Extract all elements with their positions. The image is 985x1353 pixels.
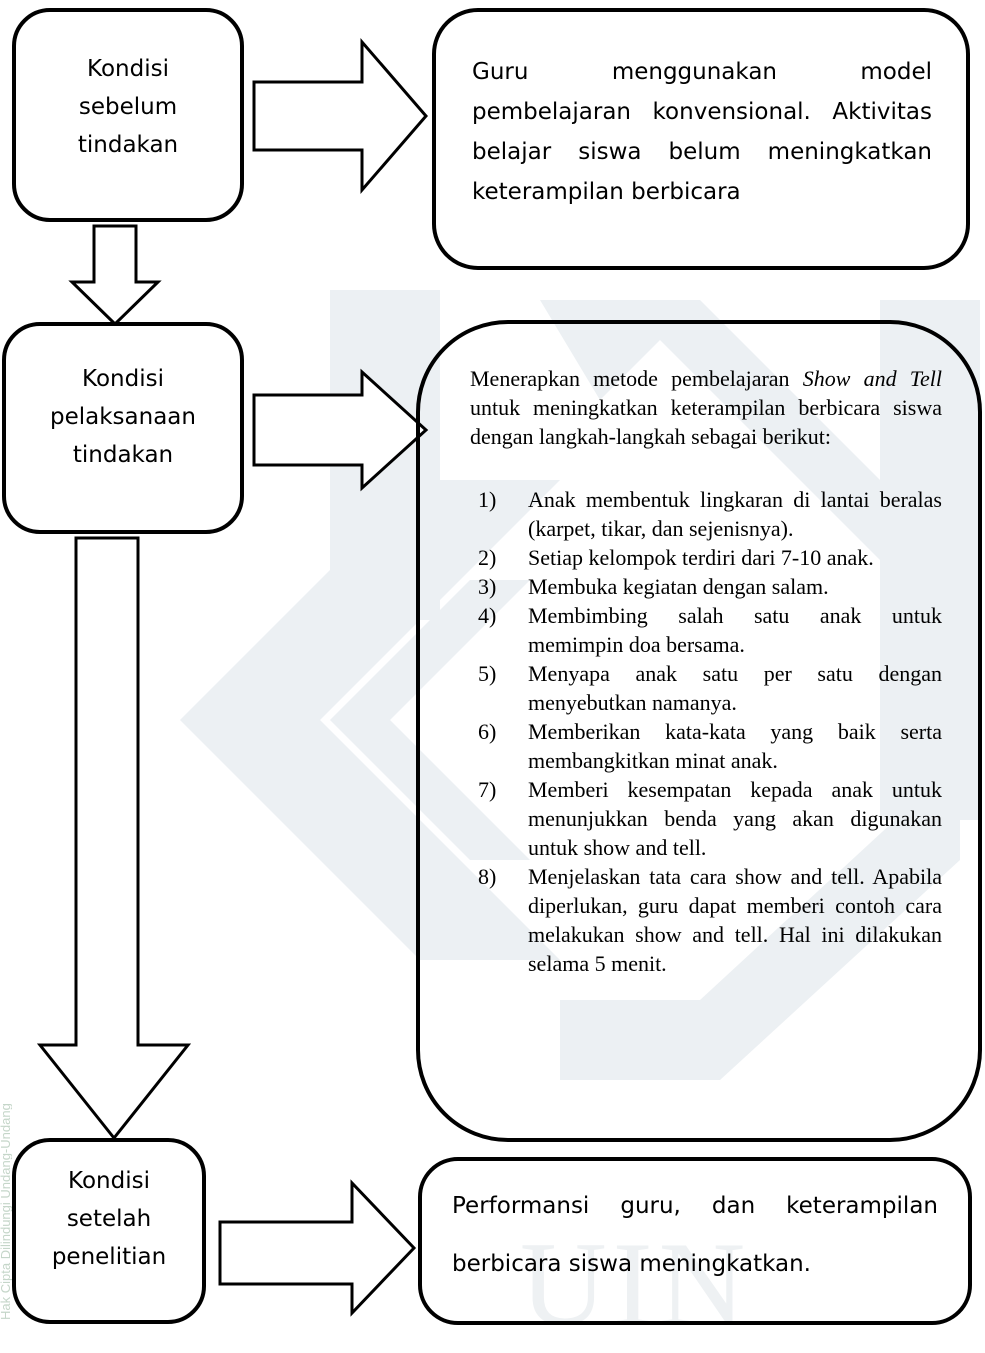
step-text: Menyapa anak satu per satu dengan menyeb… bbox=[528, 661, 942, 715]
stage-before-line2: sebelum bbox=[78, 94, 178, 120]
step-number: 6) bbox=[478, 719, 497, 744]
down-arrow-2 bbox=[36, 536, 192, 1141]
action-intro-method: Show and Tell bbox=[802, 366, 942, 391]
step-text: Memberikan kata-kata yang baik serta mem… bbox=[528, 719, 942, 773]
step-number: 4) bbox=[478, 603, 497, 628]
action-description-box: Menerapkan metode pembelajaran Show and … bbox=[416, 320, 982, 1142]
list-item: 2) Setiap kelompok terdiri dari 7-10 anak… bbox=[478, 543, 942, 572]
step-text: Menjelaskan tata cara show and tell. Apa… bbox=[528, 864, 942, 976]
stage-before-box: Kondisi sebelum tindakan bbox=[12, 8, 244, 222]
stage-before-line3: tindakan bbox=[77, 132, 179, 158]
stage-action-box: Kondisi pelaksanaan tindakan bbox=[2, 322, 244, 534]
before-description-text: Guru menggunakan model pembelajaran konv… bbox=[472, 59, 932, 205]
list-item: 1) Anak membentuk lingkaran di lantai ber… bbox=[478, 485, 942, 543]
stage-action-line3: tindakan bbox=[72, 442, 174, 468]
right-arrow-3 bbox=[218, 1179, 417, 1317]
list-item: 3) Membuka kegiatan dengan salam. bbox=[478, 572, 942, 601]
step-text: Membimbing salah satu anak untuk memimpi… bbox=[528, 603, 942, 657]
step-text: Anak membentuk lingkaran di lantai beral… bbox=[528, 487, 942, 541]
stage-after-line1: Kondisi bbox=[68, 1168, 150, 1194]
list-item: 5) Menyapa anak satu per satu dengan meny… bbox=[478, 659, 942, 717]
list-item: 6) Memberikan kata-kata yang baik serta m… bbox=[478, 717, 942, 775]
step-number: 2) bbox=[478, 545, 497, 570]
action-steps-list: 1) Anak membentuk lingkaran di lantai ber… bbox=[470, 485, 942, 978]
action-intro-suffix: untuk meningkatkan keterampilan berbicar… bbox=[470, 395, 942, 449]
step-number: 7) bbox=[478, 777, 497, 802]
right-arrow-1 bbox=[252, 37, 428, 195]
list-item: 7) Memberi kesempatan kepada anak untuk m… bbox=[478, 775, 942, 862]
stage-action-line2: pelaksanaan bbox=[50, 404, 196, 430]
step-number: 5) bbox=[478, 661, 497, 686]
stage-action-line1: Kondisi bbox=[82, 366, 164, 392]
step-text: Memberi kesempatan kepada anak untuk men… bbox=[528, 777, 942, 860]
action-intro-prefix: Menerapkan metode pembelajaran bbox=[470, 366, 803, 391]
right-arrow-2 bbox=[252, 368, 429, 492]
list-item: 8) Menjelaskan tata cara show and tell. A… bbox=[478, 862, 942, 978]
stage-before-line1: Kondisi bbox=[87, 56, 169, 82]
stage-after-line3: penelitian bbox=[51, 1244, 167, 1270]
step-number: 1) bbox=[478, 487, 497, 512]
step-text: Setiap kelompok terdiri dari 7-10 anak. bbox=[528, 545, 874, 570]
action-intro: Menerapkan metode pembelajaran Show and … bbox=[470, 364, 942, 451]
step-text: Membuka kegiatan dengan salam. bbox=[528, 574, 829, 599]
after-description-box: Performansi guru, dan keterampilan berbi… bbox=[418, 1157, 972, 1325]
list-item: 4) Membimbing salah satu anak untuk memim… bbox=[478, 601, 942, 659]
before-description-box: Guru menggunakan model pembelajaran konv… bbox=[432, 8, 970, 270]
stage-after-box: Kondisi setelah penelitian bbox=[12, 1138, 206, 1324]
down-arrow-1 bbox=[68, 224, 162, 327]
step-number: 8) bbox=[478, 864, 497, 889]
stage-after-line2: setelah bbox=[66, 1206, 152, 1232]
after-description-text: Performansi guru, dan keterampilan berbi… bbox=[452, 1193, 938, 1277]
step-number: 3) bbox=[478, 574, 497, 599]
